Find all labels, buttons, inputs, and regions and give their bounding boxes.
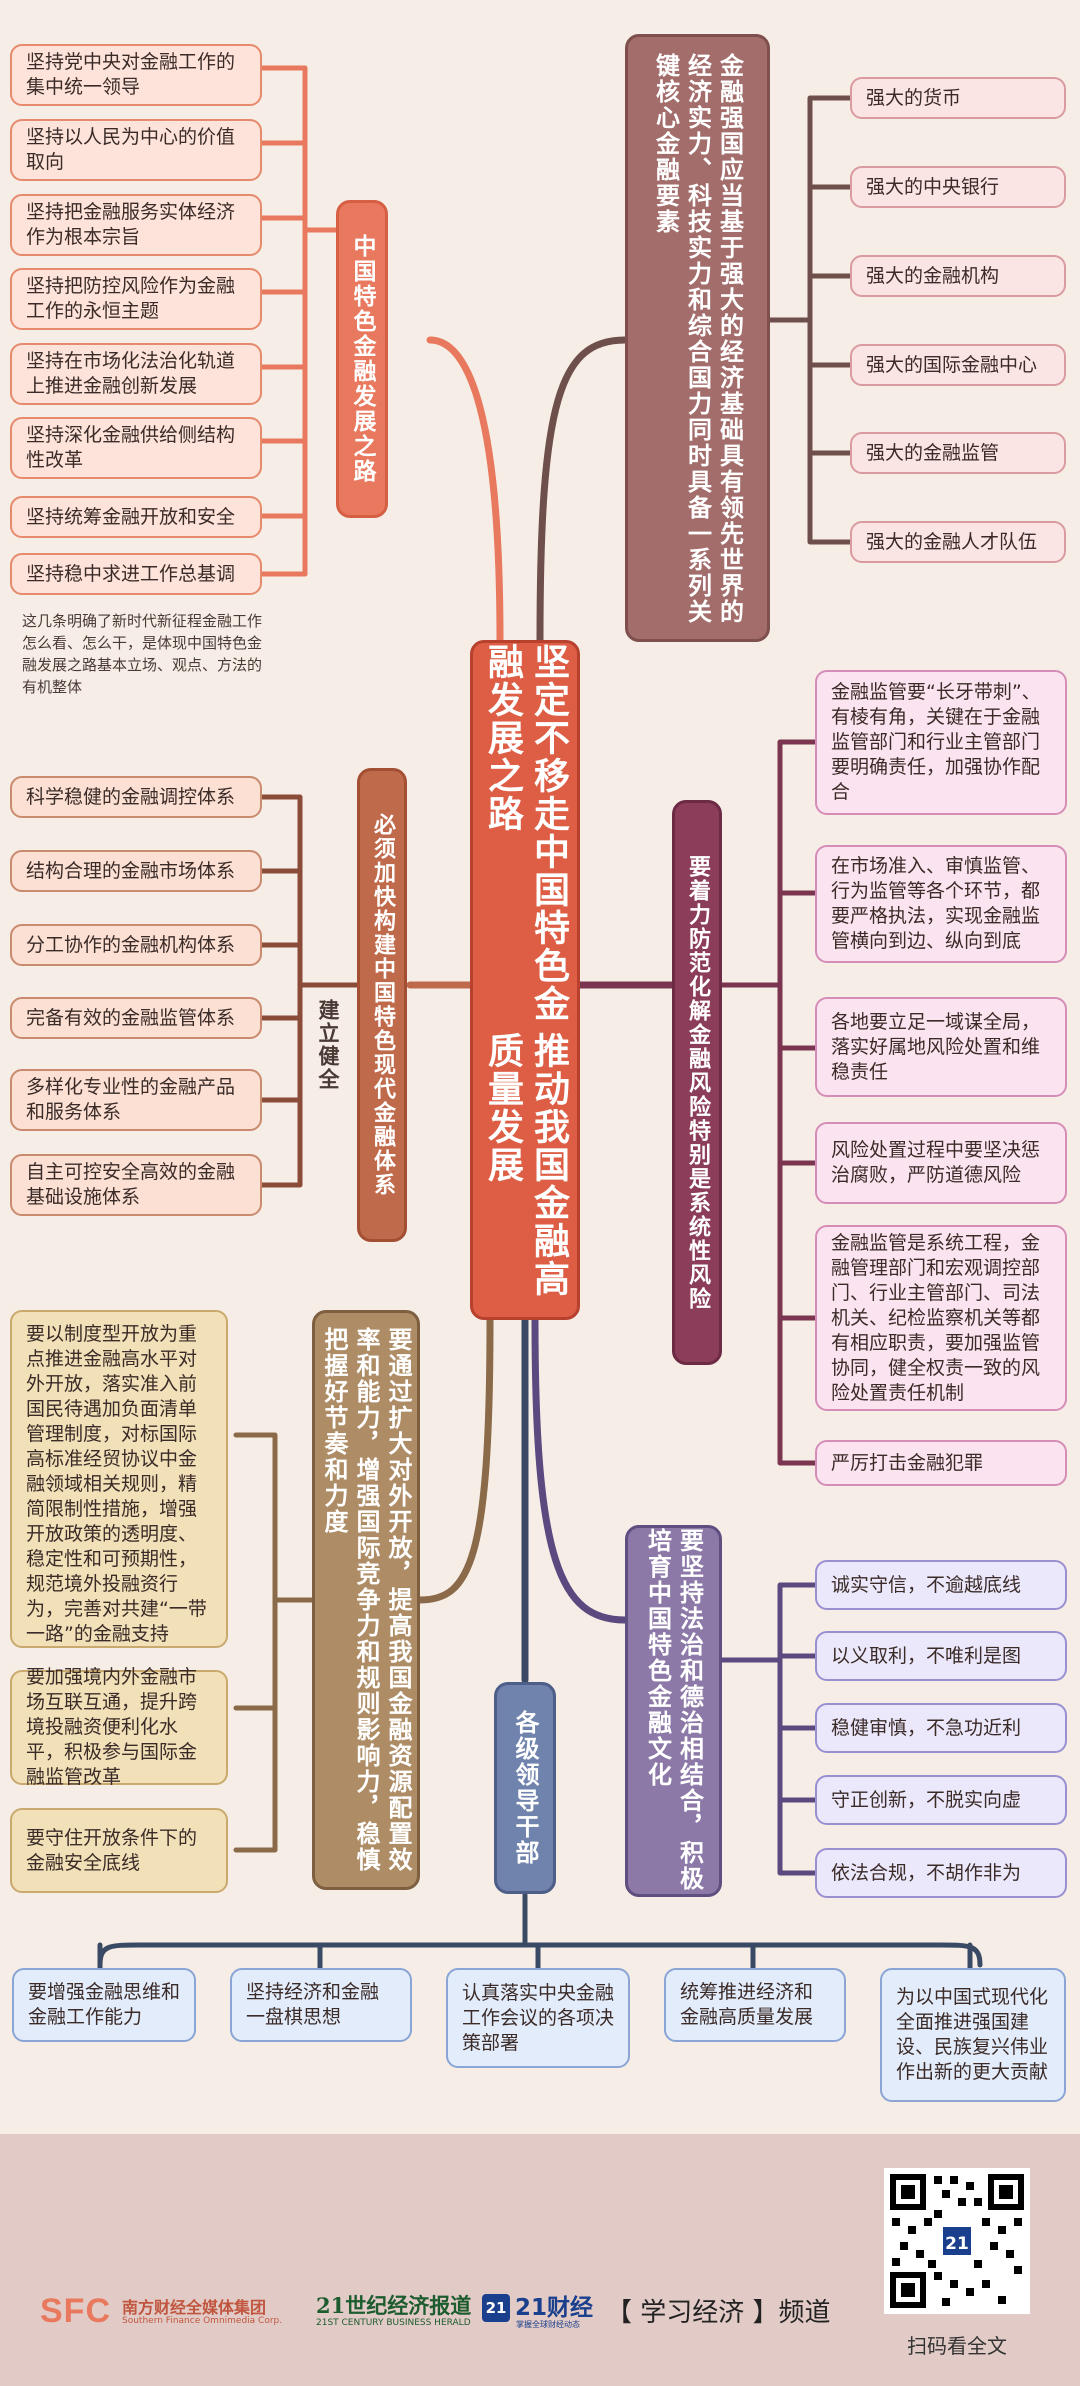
open-item: 要守住开放条件下的金融安全底线 xyxy=(10,1808,228,1893)
herald-name-en: 21ST CENTURY BUSINESS HERALD xyxy=(316,2318,471,2328)
path-item: 坚持深化金融供给侧结构性改革 xyxy=(10,417,262,479)
center-topic: 坚定不移走中国特色金融发展之路 推动我国金融高质量发展 xyxy=(470,640,580,1320)
leaders-item: 统筹推进经济和金融高质量发展 xyxy=(664,1968,846,2042)
power-item: 强大的金融人才队伍 xyxy=(850,521,1066,563)
system-item: 完备有效的金融监管体系 xyxy=(10,997,262,1039)
21cj-sub: 掌握全球财经动态 xyxy=(516,2320,580,2329)
branch-system-title: 必须加快构建中国特色现代金融体系 xyxy=(357,768,407,1242)
path-item: 坚持党中央对金融工作的集中统一领导 xyxy=(10,44,262,106)
path-note: 这几条明确了新时代新征程金融工作怎么看、怎么干，是体现中国特色金融发展之路基本立… xyxy=(22,612,263,696)
system-sub-label: 建立健全 xyxy=(316,999,340,1091)
path-item: 坚持把金融服务实体经济作为根本宗旨 xyxy=(10,194,262,256)
power-item: 强大的中央银行 xyxy=(850,166,1066,208)
system-item: 科学稳健的金融调控体系 xyxy=(10,776,262,818)
open-item: 要以制度型开放为重点推进金融高水平对外开放，落实准入前国民待遇加负面清单管理制度… xyxy=(10,1310,228,1648)
culture-item: 稳健审慎，不急功近利 xyxy=(815,1703,1067,1753)
branch-open-title: 要通过扩大对外开放，提高我国金融资源配置效率和能力，增强国际竞争力和规则影响力，… xyxy=(312,1310,420,1890)
risk-item: 各地要立足一域谋全局，落实好属地风险处置和维稳责任 xyxy=(815,997,1067,1097)
branch-risk-title: 要着力防范化解金融风险特别是系统性风险 xyxy=(672,800,722,1365)
sfc-name-en: Southern Finance Omnimedia Corp. xyxy=(122,2316,283,2326)
path-item: 坚持以人民为中心的价值取向 xyxy=(10,119,262,181)
open-item: 要加强境内外金融市场互联互通，提升跨境投融资便利化水平，积极参与国际金融监管改革 xyxy=(10,1666,228,1788)
leaders-item: 为以中国式现代化全面推进强国建设、民族复兴伟业作出新的更大贡献 xyxy=(880,1968,1066,2102)
21cj-name: 21财经 xyxy=(515,2295,594,2321)
culture-item: 守正创新，不脱实向虚 xyxy=(815,1775,1067,1825)
branch-path-title: 中国特色金融发展之路 xyxy=(336,200,388,518)
path-item: 坚持稳中求进工作总基调 xyxy=(10,553,262,595)
branch-power-title: 金融强国应当基于强大的经济基础具有领先世界的经济实力、科技实力和综合国力同时具备… xyxy=(625,34,770,642)
branch-culture-title: 要坚持法治和德治相结合，积极培育中国特色金融文化 xyxy=(625,1525,722,1897)
sfc-name: 南方财经全媒体集团 xyxy=(122,2298,267,2317)
qr-badge: 21 xyxy=(940,2224,974,2258)
center-title-line-2: 推动我国金融高质量发展 xyxy=(482,1031,569,1298)
leaders-item: 认真落实中央金融工作会议的各项决策部署 xyxy=(446,1968,630,2068)
branch-leaders-title: 各级领导干部 xyxy=(494,1682,556,1894)
culture-item: 诚实守信，不逾越底线 xyxy=(815,1560,1067,1610)
qr-code[interactable]: 21 xyxy=(884,2168,1030,2314)
path-item: 坚持在市场化法治化轨道上推进金融创新发展 xyxy=(10,343,262,405)
power-item: 强大的金融机构 xyxy=(850,255,1066,297)
path-item: 坚持统筹金融开放和安全 xyxy=(10,496,262,538)
system-item: 多样化专业性的金融产品和服务体系 xyxy=(10,1069,262,1131)
herald-name: 21世纪经济报道 xyxy=(316,2293,472,2318)
21cj-logo-icon: 21 xyxy=(482,2294,510,2322)
system-item: 自主可控安全高效的金融基础设施体系 xyxy=(10,1154,262,1216)
sfc-logo: SFC xyxy=(40,2292,111,2330)
risk-item: 在市场准入、审慎监管、行为监管等各个环节，都要严格执法，实现金融监管横向到边、纵… xyxy=(815,845,1067,963)
channel-name: 【 学习经济 】频道 xyxy=(606,2298,831,2328)
path-item: 坚持把防控风险作为金融工作的永恒主题 xyxy=(10,268,262,330)
qr-pattern-icon xyxy=(890,2174,1024,2308)
power-item: 强大的国际金融中心 xyxy=(850,344,1066,386)
power-item: 强大的货币 xyxy=(850,77,1066,119)
risk-item: 风险处置过程中要坚决惩治腐败，严防道德风险 xyxy=(815,1122,1067,1204)
culture-item: 依法合规，不胡作非为 xyxy=(815,1848,1067,1898)
power-item: 强大的金融监管 xyxy=(850,432,1066,474)
risk-item: 金融监管是系统工程，金融管理部门和宏观调控部门、行业主管部门、司法机关、纪检监察… xyxy=(815,1225,1067,1411)
system-item: 分工协作的金融机构体系 xyxy=(10,924,262,966)
leaders-item: 坚持经济和金融一盘棋思想 xyxy=(230,1968,412,2042)
center-title-line-1: 坚定不移走中国特色金融发展之路 xyxy=(482,643,569,1023)
qr-caption: 扫码看全文 xyxy=(907,2334,1007,2358)
leaders-item: 要增强金融思维和金融工作能力 xyxy=(12,1968,196,2042)
culture-item: 以义取利，不唯利是图 xyxy=(815,1631,1067,1681)
system-item: 结构合理的金融市场体系 xyxy=(10,850,262,892)
risk-item: 金融监管要“长牙带刺”、有棱有角，关键在于金融监管部门和行业主管部门要明确责任，… xyxy=(815,670,1067,815)
footer: SFC 南方财经全媒体集团 Southern Finance Omnimedia… xyxy=(0,2134,1080,2386)
risk-item: 严厉打击金融犯罪 xyxy=(815,1440,1067,1486)
